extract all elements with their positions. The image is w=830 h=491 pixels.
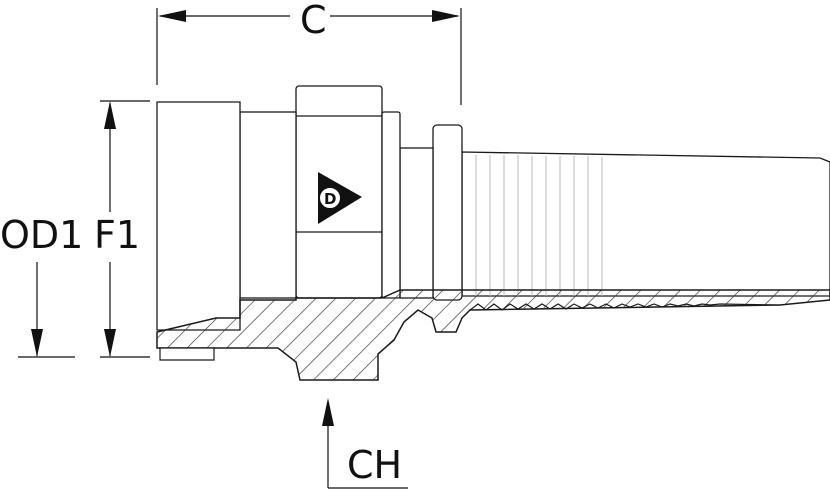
- dimension-ch: CH: [322, 398, 408, 489]
- hex-washer: [381, 111, 401, 299]
- neck: [399, 147, 434, 299]
- section-view: [156, 289, 830, 381]
- c-arrow-right: [432, 10, 460, 22]
- hose-tail: [461, 151, 830, 297]
- collar-ring: [432, 124, 463, 301]
- ch-arrow-up: [322, 398, 334, 426]
- od1-label: OD1: [0, 213, 83, 257]
- ch-label: CH: [347, 443, 402, 487]
- c-arrow-left: [158, 10, 186, 22]
- swivel-neck: [239, 111, 297, 299]
- f1-arrow-down: [104, 329, 116, 357]
- f1-arrow-up: [104, 101, 116, 129]
- thread-profile: [469, 303, 781, 311]
- tail-ribs: [475, 155, 603, 296]
- dimension-f1: F1: [94, 100, 150, 358]
- seat-notch: [159, 347, 215, 361]
- seal-face: [156, 101, 241, 331]
- f1-label: F1: [94, 213, 140, 257]
- svg-text:D: D: [324, 190, 336, 208]
- dimension-c: C: [156, 0, 462, 105]
- dimension-od1: OD1: [0, 213, 83, 358]
- c-label: C: [300, 0, 327, 42]
- od1-arrow-down: [31, 329, 43, 357]
- section-hatch-area: [156, 289, 830, 381]
- dunlop-d-arrow-logo: D: [318, 172, 362, 224]
